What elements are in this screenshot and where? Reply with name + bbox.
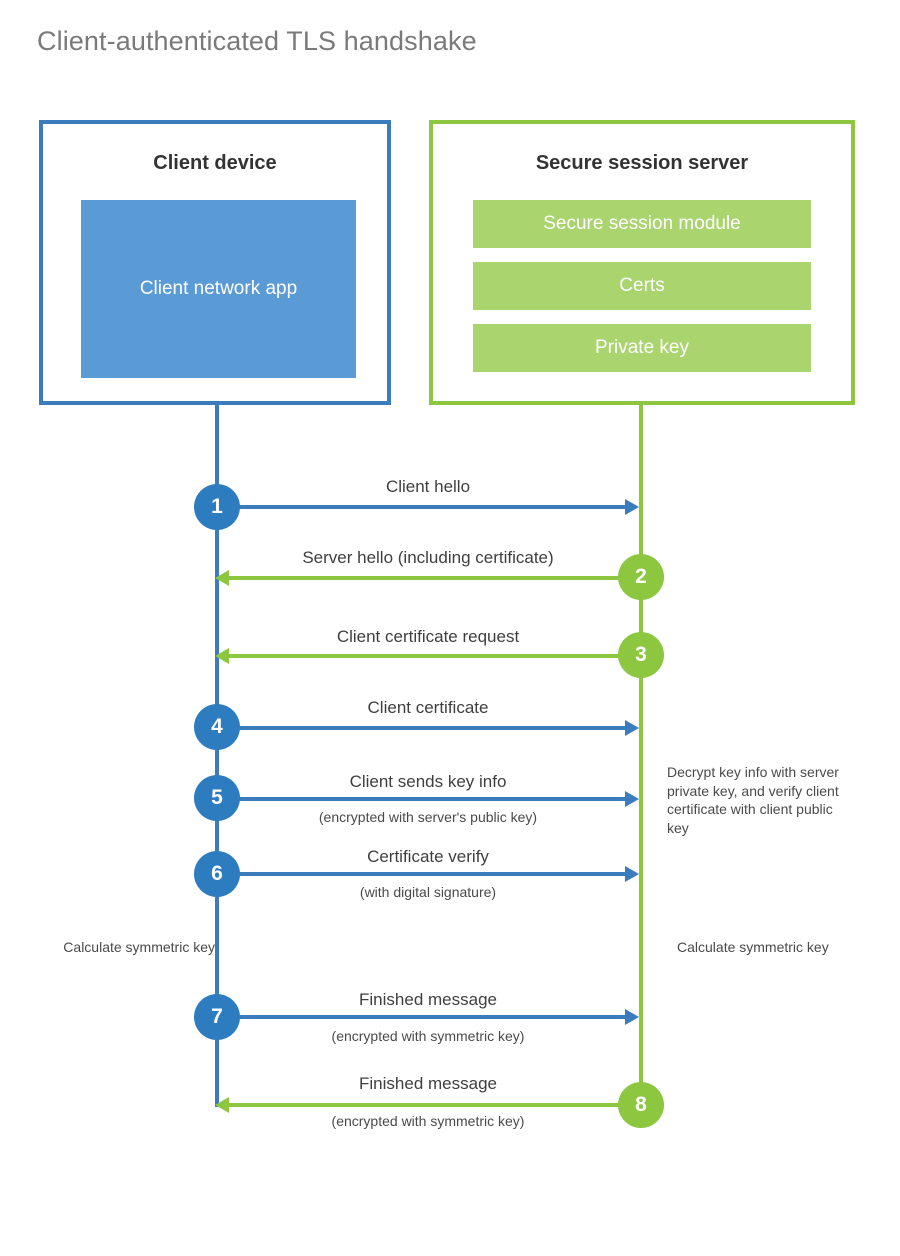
step-8-circle[interactable]: 8 [618,1082,664,1128]
step-8-sublabel: (encrypted with symmetric key) [331,1113,525,1129]
server-component-secure-session-module: Secure session module [473,200,811,248]
step-5-arrow [228,791,639,807]
client-device-box: Client device Client network app [39,120,391,405]
step-7-arrow [228,1009,639,1025]
client-calculate-symmetric-key-note: Calculate symmetric key [63,939,215,955]
secure-session-server-title: Secure session server [535,152,749,174]
step-2-circle[interactable]: 2 [618,554,664,600]
step-6-label: Certificate verify [367,847,489,866]
step-2-label: Server hello (including certificate) [302,548,554,567]
step-6-arrow [228,866,639,882]
step-1-arrow [228,499,639,515]
step-5-sublabel: (encrypted with server's public key) [318,809,538,825]
step-4-circle[interactable]: 4 [194,704,240,750]
step-8-label: Finished message [359,1074,497,1093]
step-7-sublabel: (encrypted with symmetric key) [331,1028,525,1044]
server-component-private-key: Private key [473,324,811,372]
client-device-title: Client device [153,152,277,174]
server-decrypt-note: Decrypt key info with server private key… [667,764,839,836]
step-3-circle[interactable]: 3 [618,632,664,678]
step-6-circle[interactable]: 6 [194,851,240,897]
step-3-label: Client certificate request [336,627,520,646]
step-4-arrow [228,720,639,736]
step-2-arrow [215,570,618,586]
server-components-list: Secure session module Certs Private key [473,200,811,372]
step-3-arrow [215,648,618,664]
step-8-arrow [215,1097,618,1113]
page-title: Client-authenticated TLS handshake [37,26,477,56]
server-calculate-symmetric-key-note: Calculate symmetric key [677,939,829,955]
step-1-label: Client hello [385,477,471,496]
step-7-label: Finished message [359,990,497,1009]
step-5-circle[interactable]: 5 [194,775,240,821]
client-network-app-block: Client network app [81,200,356,378]
server-component-certs: Certs [473,262,811,310]
client-lifeline [215,405,219,1107]
step-7-circle[interactable]: 7 [194,994,240,1040]
step-6-sublabel: (with digital signature) [359,884,497,900]
step-4-label: Client certificate [367,698,489,717]
secure-session-server-box: Secure session server Secure session mod… [429,120,855,405]
server-lifeline [639,405,643,1107]
step-5-label: Client sends key info [349,772,507,791]
step-1-circle[interactable]: 1 [194,484,240,530]
